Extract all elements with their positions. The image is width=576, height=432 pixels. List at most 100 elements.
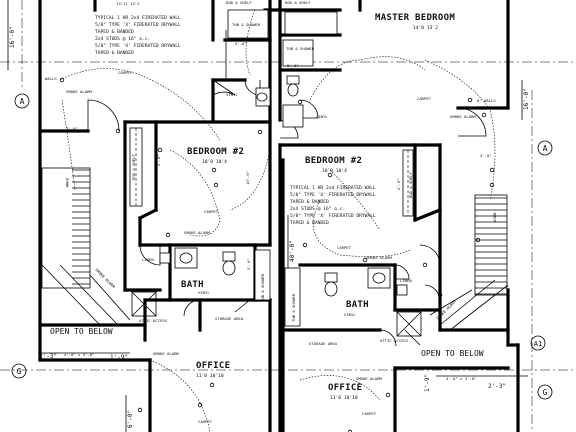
outlet-symbol [157,147,163,153]
outlet-symbol [197,402,203,408]
dim-5-0-right: 5'-0" [287,63,299,68]
outlet-symbol [327,172,333,178]
outlet-symbol [59,77,65,83]
grid-marker-g-right: G [537,384,553,400]
dim-window-right: 4'-0" x 3'-0" [446,376,476,381]
outlet-symbol [165,232,171,238]
outlet-symbol [115,128,121,134]
grid-marker-a-left: A [14,93,30,109]
grid-marker-a-right: A [537,140,553,156]
dimension-lines [7,0,528,432]
svg-text:LINEN: LINEN [400,278,412,283]
note-tub-shower-left: TUB & SHOWER [260,273,265,302]
dim-16-left: 16'-0" [9,26,16,48]
svg-text:VINYL: VINYL [198,290,210,295]
outlet-symbol [437,292,443,298]
dim-6-0: 6'-0" [127,410,134,428]
dim-40: 40'-0" [289,240,296,262]
outlet-symbol [489,182,495,188]
walls [38,0,520,432]
room-office-right-dims: 11'0 10'10 [330,395,358,401]
svg-text:CARPET: CARPET [417,96,432,101]
room-bath-left: BATH [181,280,204,290]
room-bedroom2-left: BEDROOM #2 [187,147,244,157]
note-tub-shower-right: TUB & SHOWER [291,293,296,322]
outlet-symbol [481,112,487,118]
dim-3-0-left: 3'-0" [66,126,78,131]
svg-text:G: G [17,367,22,376]
svg-text:VINYL: VINYL [316,114,328,119]
svg-text:STORAGE AREA: STORAGE AREA [215,316,244,321]
svg-text:5/8" TYPE 'X' FIRERATED DRYWAL: 5/8" TYPE 'X' FIRERATED DRYWALL [95,22,181,28]
small-notes: 13'11 13'2 CARPET SMOKE ALARM 8' WALLS V… [38,0,496,424]
dim-5-0-bath-left: 5'-0" [246,258,251,270]
wall-spec-note-top: TYPICAL 1 HR 2x4 FIRERATED WALL 5/8" TYP… [95,15,181,56]
outlet-symbol [467,97,473,103]
toilet-right [324,272,338,283]
outlet-symbol [257,129,263,135]
dim-2-3-right: 2'-3" [488,383,506,390]
outlet-symbol [302,242,308,248]
outlet-symbol [385,392,391,398]
dim-2-6-left: 2'-6" [156,154,161,166]
tub-right-top [284,11,338,35]
svg-text:VINYL: VINYL [344,312,356,317]
stairs-right [439,194,509,331]
dim-1-9-left: 1'-9" [110,354,128,361]
svg-text:TYPICAL 1 HR 2x4 FIRERATED WAL: TYPICAL 1 HR 2x4 FIRERATED WALL [290,185,376,191]
room-office-left-dims: 11'0 10'10 [196,373,224,379]
svg-text:TUB & SHOWER: TUB & SHOWER [286,46,315,51]
door-swings [87,79,487,347]
svg-text:TUB & SHOWER: TUB & SHOWER [232,22,261,27]
outlet-symbol [297,99,303,105]
svg-text:CARPET: CARPET [204,209,219,214]
svg-text:CARPET: CARPET [118,70,133,75]
room-master-bedroom: MASTER BEDROOM [375,13,455,23]
note-down-left: DOWN [65,178,70,188]
label-open-to-below-left: OPEN TO BELOW [50,327,113,336]
svg-text:TAPED & BANDED: TAPED & BANDED [95,29,134,35]
room-bedroom2-left-dims: 10'0 10'4 [202,159,227,165]
tub-left [254,249,271,301]
electrical-circuits [59,9,496,432]
fixtures [129,9,422,337]
outlets [59,77,495,432]
svg-text:ATTIC ACCESS: ATTIC ACCESS [380,338,409,343]
note-down-right: DOWN [492,212,497,222]
svg-text:A: A [20,97,25,106]
svg-text:SMOKE ALARM: SMOKE ALARM [356,376,382,381]
room-master-bedroom-dims: 14'0 13'2 [413,25,438,31]
attic-access-left [131,291,157,317]
dim-5-0-top: 5'-0" [235,41,247,46]
svg-text:ATTIC ACCESS: ATTIC ACCESS [139,318,168,323]
note-smoke-alarm-stair-left: SMOKE ALARM [94,267,116,289]
railing [89,274,473,321]
toilet-top [286,75,300,85]
svg-text:STORAGE AREA: STORAGE AREA [309,341,338,346]
svg-text:SMOKE ALARM: SMOKE ALARM [366,255,392,260]
svg-text:G: G [543,388,548,397]
outlet-symbol [211,167,217,173]
dim-16-right: 16'-0" [523,88,530,110]
svg-text:CARPET: CARPET [362,411,377,416]
dim-2-3-left: 2'-3" [39,353,57,360]
svg-text:TAPED & BANDED: TAPED & BANDED [290,199,329,205]
svg-text:SMOKE ALARM: SMOKE ALARM [450,114,476,119]
svg-text:5/8" TYPE 'X' FIRERATED DRYWAL: 5/8" TYPE 'X' FIRERATED DRYWALL [290,213,376,219]
svg-text:ROD & SHELF: ROD & SHELF [285,0,311,5]
svg-text:SMOKE ALARM: SMOKE ALARM [66,89,92,94]
svg-text:ROD & SHELF: ROD & SHELF [226,0,252,5]
stairs-left [41,167,119,326]
svg-text:A: A [543,144,548,153]
svg-text:8' WALLS: 8' WALLS [477,98,496,103]
room-office-right: OFFICE [328,383,362,393]
svg-text:13'11 13'2: 13'11 13'2 [116,1,140,6]
svg-text:TYPICAL 1 HR 2x4 FIRERATED WAL: TYPICAL 1 HR 2x4 FIRERATED WALL [95,15,181,21]
dim-1-9-right: 1'-9" [424,374,431,392]
outlet-symbol [489,167,495,173]
dim-window-left: 4'-0" x 3'-0" [64,352,94,357]
svg-text:CARPET: CARPET [198,419,213,424]
outlet-symbol [213,182,219,188]
outlet-symbol [137,407,143,413]
label-open-to-below-right: OPEN TO BELOW [421,349,484,358]
